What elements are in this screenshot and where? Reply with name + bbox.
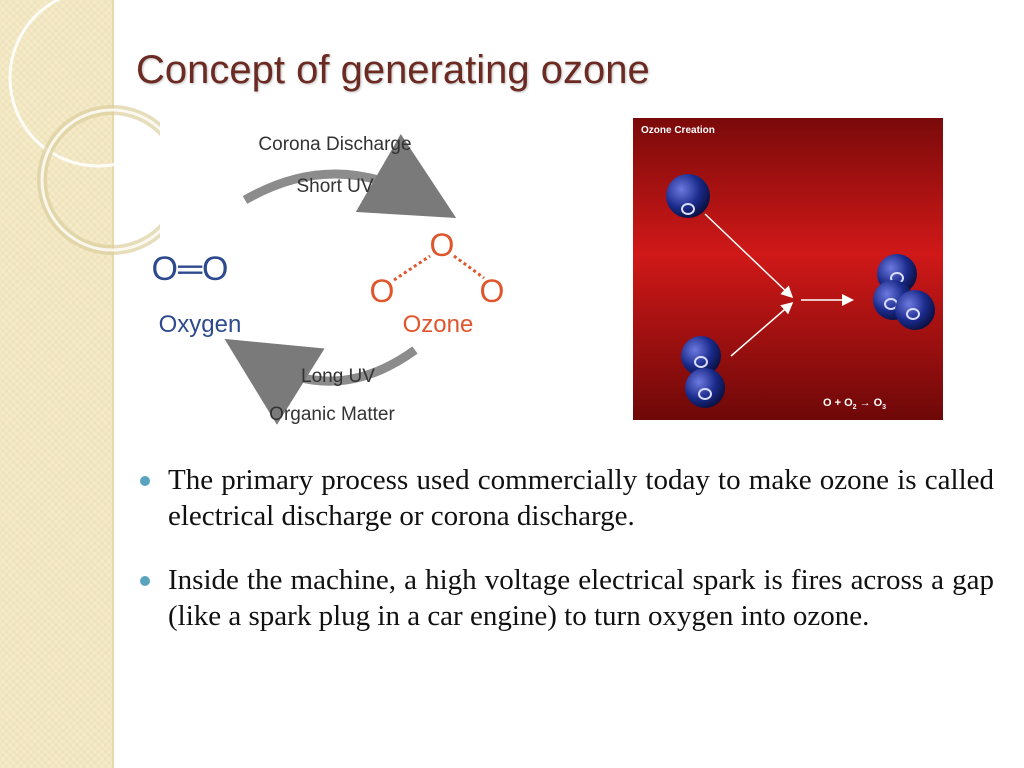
bottom-arc-arrow — [224, 338, 418, 425]
oxygen-label: Oxygen — [159, 311, 242, 338]
side-decoration-band — [0, 0, 112, 768]
bullet-text: Inside the machine, a high voltage elect… — [168, 564, 994, 632]
ozone-label: Ozone — [403, 311, 474, 338]
ozone-atom-left: O — [370, 273, 395, 309]
ozone-equation: O + O2→O3 — [823, 397, 886, 411]
ozone-atom-top: O — [430, 227, 455, 263]
corona-discharge-label: Corona Discharge — [258, 134, 411, 155]
organic-matter-label: Organic Matter — [269, 404, 395, 425]
top-arc-arrow — [242, 134, 457, 218]
oxygen-molecule — [681, 336, 725, 408]
side-band-edge — [112, 0, 114, 768]
bullet-text: The primary process used commercially to… — [168, 464, 994, 532]
oxygen-ozone-cycle-diagram: Corona Discharge Short UV O═O Oxygen O O… — [152, 134, 505, 425]
bullet-marker — [140, 576, 150, 586]
bullet-item: Inside the machine, a high voltage elect… — [136, 562, 994, 634]
bullet-item: The primary process used commercially to… — [136, 462, 994, 534]
oxygen-atom — [666, 174, 710, 218]
arrow-from-molecule — [730, 302, 794, 357]
arrow-from-atom — [704, 213, 794, 299]
ozone-molecule — [873, 254, 935, 330]
ozone-bond-right — [453, 254, 485, 280]
short-uv-label: Short UV — [296, 176, 373, 197]
long-uv-label: Long UV — [301, 366, 375, 387]
bullet-marker — [140, 476, 150, 486]
bullet-list: The primary process used commercially to… — [136, 462, 994, 662]
ozone-atom-right: O — [480, 273, 505, 309]
ozone-bond-left — [393, 254, 431, 282]
ozone-creation-caption: Ozone Creation — [641, 125, 715, 136]
ozone-creation-illustration: Ozone Creation O + O2→O3 — [633, 118, 943, 420]
oxygen-formula: O═O — [152, 250, 229, 288]
slide-title: Concept of generating ozone — [136, 48, 650, 92]
decorative-rings — [8, 0, 160, 255]
